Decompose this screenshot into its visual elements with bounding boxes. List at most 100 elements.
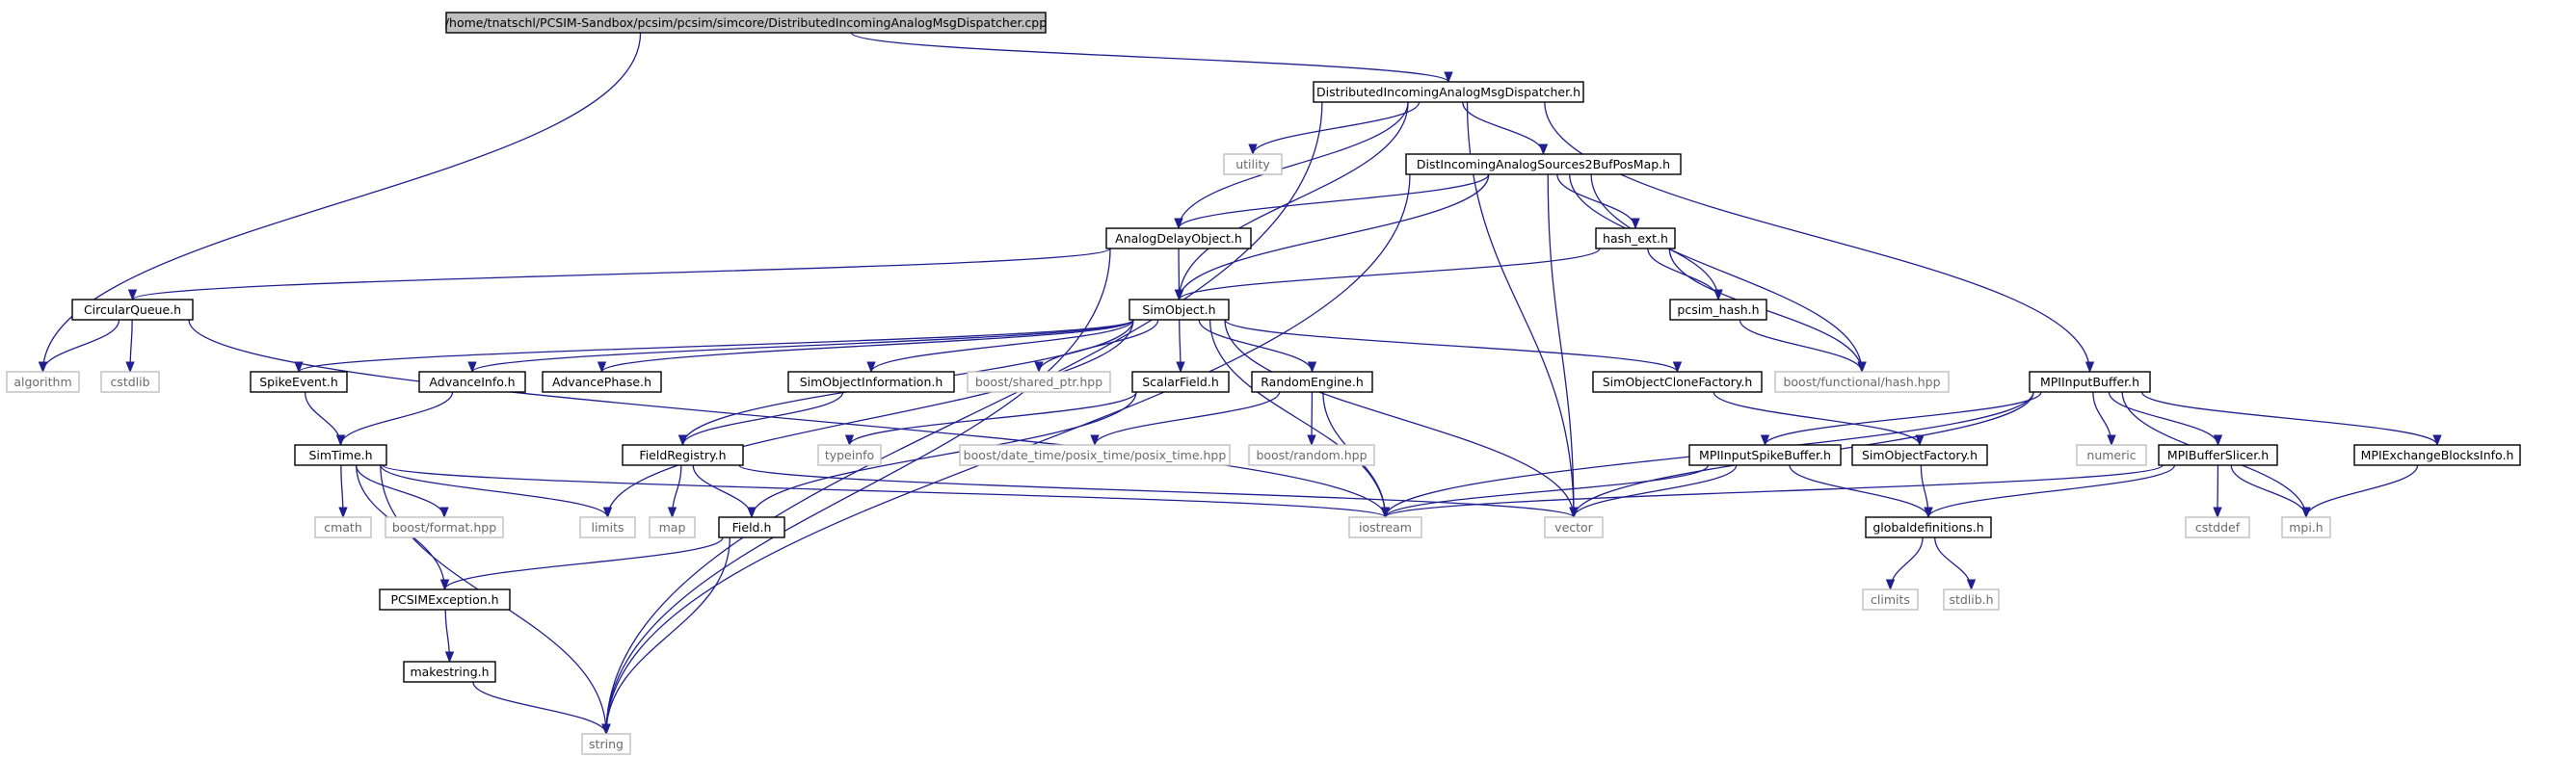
node-box — [314, 516, 372, 538]
node-box — [649, 516, 696, 538]
node-box — [967, 371, 1111, 393]
node-label: SimObjectCloneFactory.h — [1603, 375, 1753, 389]
edge-pcsimexception-to-makestring — [444, 609, 455, 664]
external-header-node-shared-ptr: boost/shared_ptr.hpp — [967, 371, 1111, 393]
edge-mpiinputbuffer-to-mpiexchange — [2140, 391, 2442, 447]
edge-analogdelay-to-circularqueue — [128, 248, 1111, 301]
node-box — [1688, 444, 1842, 466]
node-box — [2353, 444, 2521, 466]
file-node-pcsim-hash[interactable]: pcsim_hash.h — [1669, 299, 1767, 321]
node-box — [1223, 153, 1283, 175]
node-box — [1313, 81, 1584, 103]
node-box — [1405, 153, 1682, 175]
node-box — [1251, 371, 1373, 393]
external-header-node-climits: climits — [1862, 588, 1919, 611]
external-header-node-vector: vector — [1544, 516, 1604, 538]
edge-simobject-to-vector — [1224, 319, 1579, 519]
edge-fieldregistry-to-vector — [738, 464, 1579, 519]
edge-mpibufferslicer-to-globaldefs — [1924, 464, 2176, 519]
node-label: stdlib.h — [1949, 592, 1993, 607]
file-node-root[interactable]: /home/tnatschl/PCSIM-Sandbox/pcsim/pcsim… — [445, 12, 1047, 34]
edge-scalarfield-to-typeinfo — [844, 391, 1137, 447]
node-label: cstdlib — [110, 375, 149, 389]
node-label: DistIncomingAnalogSources2BufPosMap.h — [1417, 157, 1670, 171]
edge-simobject-to-scalarfield — [1176, 319, 1185, 374]
edge-sources2buf-to-analogdelay — [1174, 173, 1490, 230]
node-label: boost/format.hpp — [392, 520, 496, 535]
external-header-node-mpi: mpi.h — [2281, 516, 2331, 538]
edge-simtime-to-iostream — [382, 464, 1390, 519]
file-node-dispatcher-h[interactable]: DistributedIncomingAnalogMsgDispatcher.h — [1313, 81, 1584, 103]
node-box — [1774, 371, 1950, 393]
file-node-simtime[interactable]: SimTime.h — [294, 444, 387, 466]
node-box — [1131, 371, 1230, 393]
file-node-mpibufferslicer[interactable]: MPIBufferSlicer.h — [2158, 444, 2278, 466]
file-node-advancephase[interactable]: AdvancePhase.h — [542, 371, 662, 393]
node-label: boost/random.hpp — [1256, 448, 1367, 462]
edge-sources2buf-to-vector — [1547, 173, 1579, 519]
file-node-field[interactable]: Field.h — [718, 516, 785, 538]
file-node-advanceinfo[interactable]: AdvanceInfo.h — [418, 371, 526, 393]
external-header-node-boost-hash: boost/functional/hash.hpp — [1774, 371, 1950, 393]
edge-simobject-to-iostream — [1208, 319, 1391, 519]
node-label: SimObjectInformation.h — [800, 375, 943, 389]
external-header-node-cstddef: cstddef — [2185, 516, 2250, 538]
edge-mpiinputspikebuffer-to-vector — [1569, 464, 1738, 519]
node-label: SimTime.h — [308, 448, 372, 462]
file-node-mpiinputbuffer[interactable]: MPIInputBuffer.h — [2029, 371, 2151, 393]
edge-mpiexchange-to-mpi — [2301, 464, 2419, 519]
file-node-simobjinfo[interactable]: SimObjectInformation.h — [787, 371, 955, 393]
file-node-sources2buf[interactable]: DistIncomingAnalogSources2BufPosMap.h — [1405, 153, 1682, 175]
external-header-node-utility: utility — [1223, 153, 1283, 175]
file-node-mpiexchange[interactable]: MPIExchangeBlocksInfo.h — [2353, 444, 2521, 466]
node-box — [542, 371, 662, 393]
file-node-globaldefs[interactable]: globaldefinitions.h — [1865, 516, 1992, 538]
node-box — [2158, 444, 2278, 466]
node-box — [1595, 227, 1676, 249]
edge-mpiinputbuffer-to-mpiinputspikebuffer — [1760, 391, 2042, 447]
node-box — [1865, 516, 1992, 538]
edge-mpiinputspikebuffer-to-iostream — [1380, 464, 1710, 519]
edge-sources2buf-to-simobject — [1174, 173, 1490, 301]
node-box — [2076, 444, 2147, 466]
file-node-scalarfield[interactable]: ScalarField.h — [1131, 371, 1230, 393]
file-node-simobjclonefactory[interactable]: SimObjectCloneFactory.h — [1592, 371, 1763, 393]
node-box — [1105, 227, 1252, 249]
file-node-spikeevent[interactable]: SpikeEvent.h — [250, 371, 348, 393]
node-box — [1943, 588, 2000, 611]
file-node-simobjfactory[interactable]: SimObjectFactory.h — [1851, 444, 1988, 466]
node-label: pcsim_hash.h — [1677, 302, 1759, 317]
external-header-node-posix-time: boost/date_time/posix_time/posix_time.hp… — [959, 444, 1231, 466]
node-box — [1851, 444, 1988, 466]
node-box — [581, 733, 631, 755]
edge-mpiinputbuffer-to-mpibufferslicer — [2108, 391, 2223, 447]
node-box — [959, 444, 1231, 466]
edge-field-to-pcsimexception — [439, 536, 724, 591]
edge-simobject-to-advancephase — [598, 319, 1134, 374]
external-header-node-boost-format: boost/format.hpp — [385, 516, 504, 538]
node-label: FieldRegistry.h — [639, 448, 726, 462]
node-box — [1348, 516, 1422, 538]
edge-scalarfield-to-field — [747, 391, 1137, 519]
node-label: typeinfo — [825, 448, 874, 462]
file-node-analogdelay[interactable]: AnalogDelayObject.h — [1105, 227, 1252, 249]
node-label: AdvancePhase.h — [552, 375, 651, 389]
file-node-fieldregistry[interactable]: FieldRegistry.h — [622, 444, 744, 466]
file-node-randomengine[interactable]: RandomEngine.h — [1251, 371, 1373, 393]
edge-dispatcher_h-to-string — [601, 101, 1323, 736]
file-node-hash-ext[interactable]: hash_ext.h — [1595, 227, 1676, 249]
external-header-node-iostream: iostream — [1348, 516, 1422, 538]
node-box — [6, 371, 80, 393]
file-node-circularqueue[interactable]: CircularQueue.h — [71, 299, 194, 321]
node-box — [100, 371, 160, 393]
node-box — [1248, 444, 1375, 466]
file-node-simobject[interactable]: SimObject.h — [1129, 299, 1230, 321]
node-label: MPIInputSpikeBuffer.h — [1699, 448, 1831, 462]
edge-simtime-to-cmath — [338, 464, 348, 519]
edge-hash_ext-to-simobject — [1175, 248, 1601, 301]
node-label: makestring.h — [410, 665, 489, 679]
file-node-mpiinputspikebuffer[interactable]: MPIInputSpikeBuffer.h — [1688, 444, 1842, 466]
file-node-pcsimexception[interactable]: PCSIMException.h — [379, 588, 511, 611]
file-node-makestring[interactable]: makestring.h — [403, 661, 496, 683]
